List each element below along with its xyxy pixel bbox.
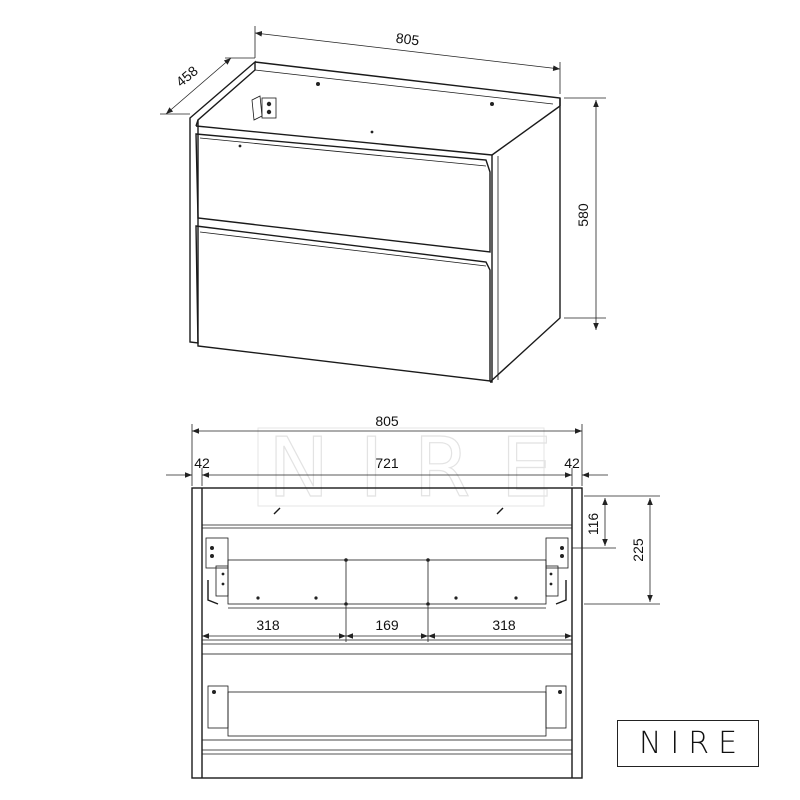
dim-width-top: 805 xyxy=(254,26,561,94)
dim-label-spacing-left: 318 xyxy=(256,617,280,633)
dim-width-front: 805 xyxy=(191,413,583,486)
lower-drawer-box xyxy=(227,691,547,737)
left-bracket xyxy=(205,537,229,569)
hinge-bracket xyxy=(261,97,277,119)
dim-label-inner: 721 xyxy=(375,455,399,471)
left-runner xyxy=(215,565,229,597)
dim-label-height: 580 xyxy=(575,203,591,227)
edge-marker xyxy=(370,130,374,134)
dim-sides-row: 42 721 42 xyxy=(166,455,608,486)
front-view-cabinet xyxy=(191,487,583,779)
mount-hole xyxy=(316,82,320,86)
brand-logo: NIRE xyxy=(617,720,759,767)
screw-hole xyxy=(266,101,272,107)
isometric-cabinet xyxy=(189,60,561,383)
lower-right-bracket xyxy=(545,685,567,729)
watermark: NIRE xyxy=(257,420,582,517)
dim-label-offset-large: 225 xyxy=(630,538,646,562)
right-front-edge xyxy=(490,155,493,383)
watermark-text: NIRE xyxy=(268,421,582,516)
right-clip xyxy=(555,580,567,605)
dim-label-spacing-right: 318 xyxy=(492,617,516,633)
right-runner xyxy=(545,565,559,597)
right-side-top xyxy=(491,105,561,156)
dim-vertical-offsets: 116 225 xyxy=(572,495,660,605)
drawer-upper-line xyxy=(199,137,487,167)
dim-label-offset-small: 116 xyxy=(585,513,601,536)
edge-marker xyxy=(238,144,242,148)
back-inner-edge xyxy=(254,69,554,105)
mount-mark xyxy=(496,507,504,515)
bracket-left xyxy=(251,95,263,121)
dim-spacing-row: 318 169 318 xyxy=(202,606,572,642)
brand-logo-text: NIRE xyxy=(638,726,747,761)
screw-hole xyxy=(266,109,272,115)
mount-hole xyxy=(490,102,494,106)
right-bracket xyxy=(545,537,569,569)
dim-label-width-front: 805 xyxy=(375,413,399,429)
dim-label-depth: 458 xyxy=(173,62,201,89)
drawer-lower-line xyxy=(199,231,487,267)
dim-height-top: 580 xyxy=(564,97,606,330)
dim-label-side-right: 42 xyxy=(564,455,580,471)
left-side-panel xyxy=(189,60,256,344)
outer-frame xyxy=(191,487,583,779)
mount-mark xyxy=(273,507,281,515)
left-clip xyxy=(207,580,219,605)
lower-left-bracket xyxy=(207,685,229,729)
dim-depth-top: 458 xyxy=(160,57,255,115)
lower-drawer-front xyxy=(201,653,573,741)
frame-edge xyxy=(195,119,199,127)
right-side-outer xyxy=(489,98,561,383)
drawer-front-lower xyxy=(195,225,491,382)
dim-label-spacing-center: 169 xyxy=(375,617,399,633)
dim-label-side-left: 42 xyxy=(194,455,210,471)
front-top-edge xyxy=(195,125,493,156)
drawer-front-upper xyxy=(195,133,491,253)
upper-drawer-box xyxy=(227,559,547,605)
dim-label-width-top: 805 xyxy=(395,30,420,49)
